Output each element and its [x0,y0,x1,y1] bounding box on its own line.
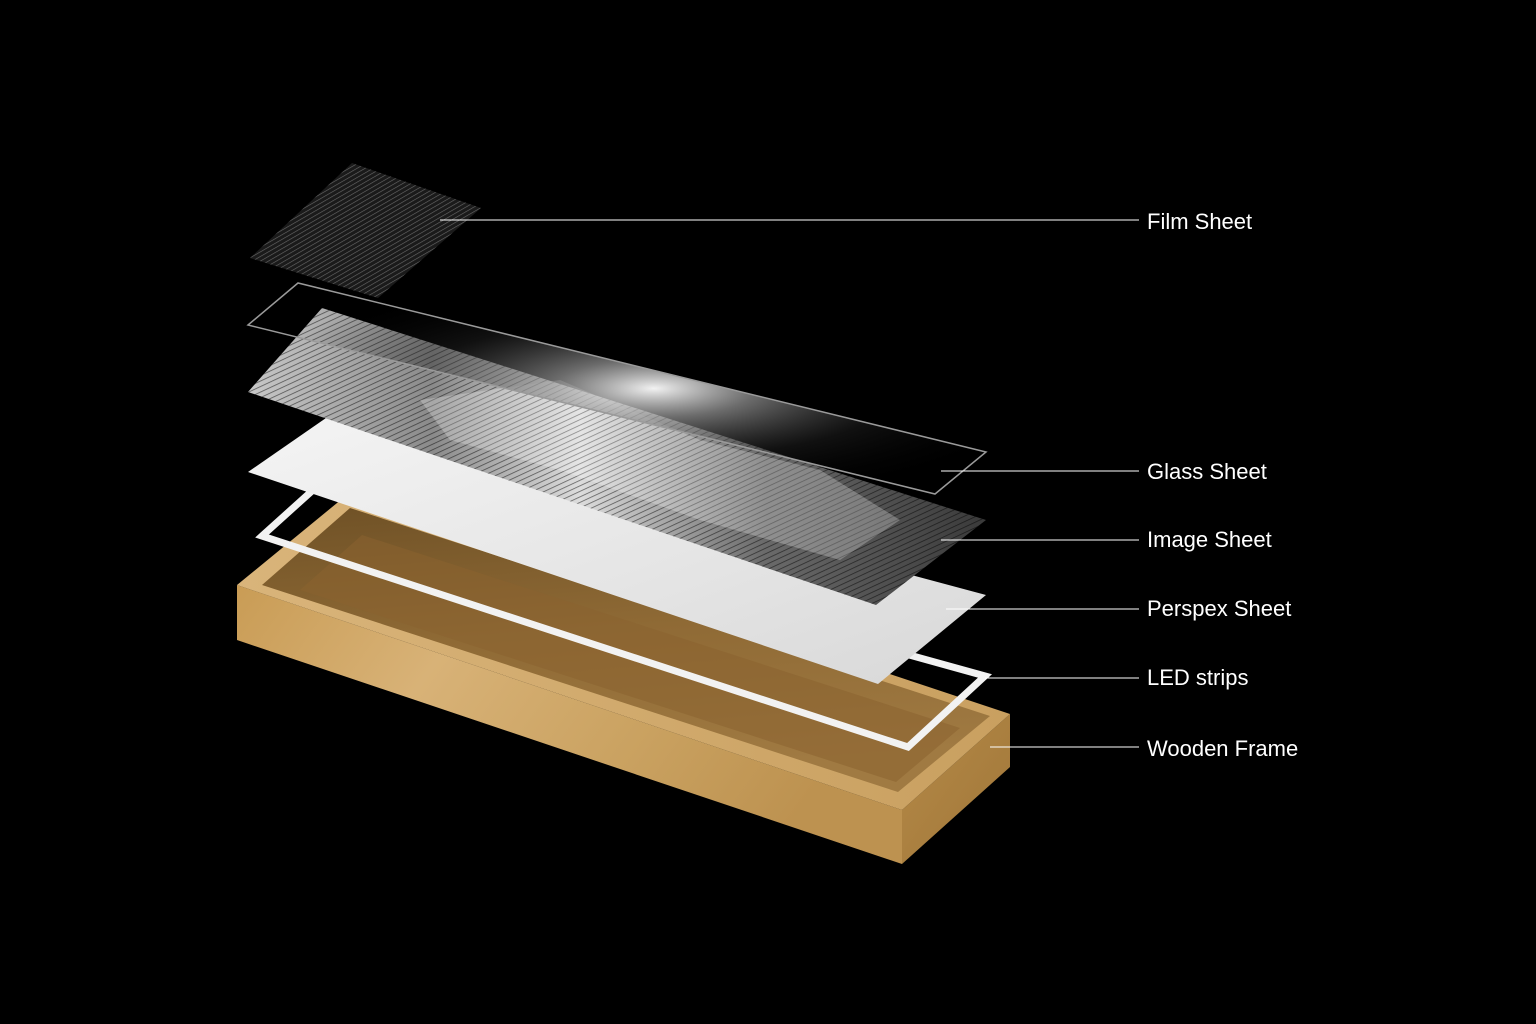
image-sheet-clouds [420,380,900,560]
glass-sheet-surface [246,282,988,495]
glass-sheet [246,282,988,495]
led-strips [255,486,993,751]
leader-lines [440,219,1139,748]
label-wooden-frame: Wooden Frame [1147,736,1299,761]
film-sheet [250,163,481,298]
perspex-sheet [248,418,986,684]
label-perspex-sheet: Perspex Sheet [1147,596,1292,621]
film-sheet-surface [250,163,481,298]
label-film-sheet: Film Sheet [1147,209,1253,234]
led-strip-frame [255,486,993,751]
image-sheet-lenticular-lines [248,308,986,605]
image-sheet [248,308,986,605]
label-glass-sheet: Glass Sheet [1147,459,1267,484]
wooden-frame-side-face [902,714,1010,864]
label-led-strips: LED strips [1147,665,1249,690]
wooden-frame-front-face [237,585,902,864]
label-image-sheet: Image Sheet [1147,527,1272,552]
perspex-sheet-surface [248,418,986,684]
